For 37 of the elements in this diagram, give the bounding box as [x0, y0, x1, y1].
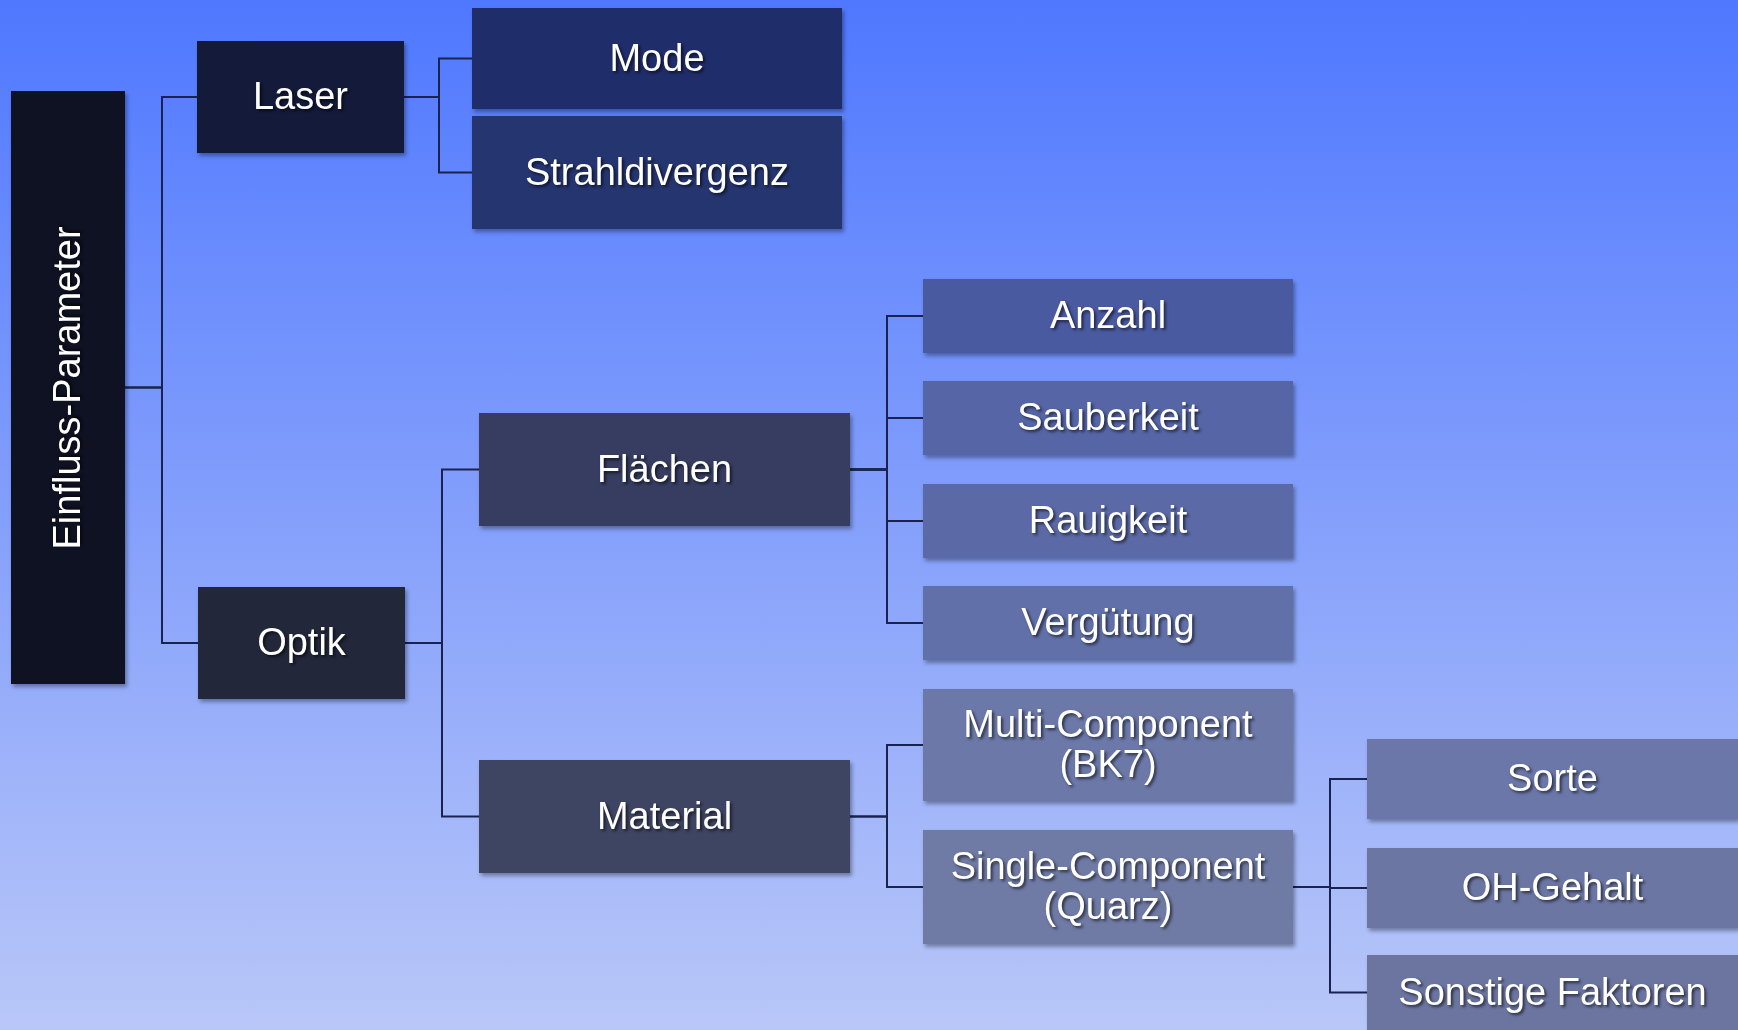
category-box [923, 830, 1293, 944]
category-box [11, 91, 125, 684]
connector-line [849, 468, 924, 624]
box-label: Vergütung [1021, 603, 1195, 643]
box-label: Flächen [596, 449, 733, 490]
box-label: Laser [252, 77, 349, 117]
box-label: Sonstige Faktoren [1398, 972, 1707, 1013]
category-box [923, 381, 1293, 455]
connector-line [124, 386, 199, 644]
connector-line [1292, 886, 1368, 994]
connector-line [849, 815, 924, 888]
box-label: Material [596, 796, 733, 837]
box-label: Mode [609, 38, 705, 79]
box-label: Anzahl [1049, 296, 1167, 336]
connector-line [404, 642, 480, 818]
category-box [1367, 955, 1738, 1030]
category-box [923, 689, 1293, 801]
category-box [479, 413, 850, 526]
category-box [472, 116, 842, 229]
category-box [923, 279, 1293, 353]
box-label: Rauigkeit [1028, 501, 1188, 541]
category-box [198, 587, 405, 699]
category-box [923, 586, 1293, 660]
category-box [923, 484, 1293, 558]
box-label: Einfluss-Parameter [48, 225, 88, 550]
category-box [1367, 739, 1738, 819]
box-label: Optik [257, 623, 346, 663]
box-label: Multi-Component (BK7) [962, 705, 1254, 785]
box-label: OH-Gehalt [1461, 868, 1644, 908]
box-label: Strahldivergenz [524, 152, 789, 193]
category-box [1367, 848, 1738, 928]
box-label: Sorte [1507, 759, 1598, 799]
category-box [197, 41, 404, 153]
box-label: Sauberkeit [1017, 398, 1199, 438]
category-box [472, 8, 842, 109]
box-label: Single-Component (Quarz) [949, 847, 1267, 927]
category-box [479, 760, 850, 873]
